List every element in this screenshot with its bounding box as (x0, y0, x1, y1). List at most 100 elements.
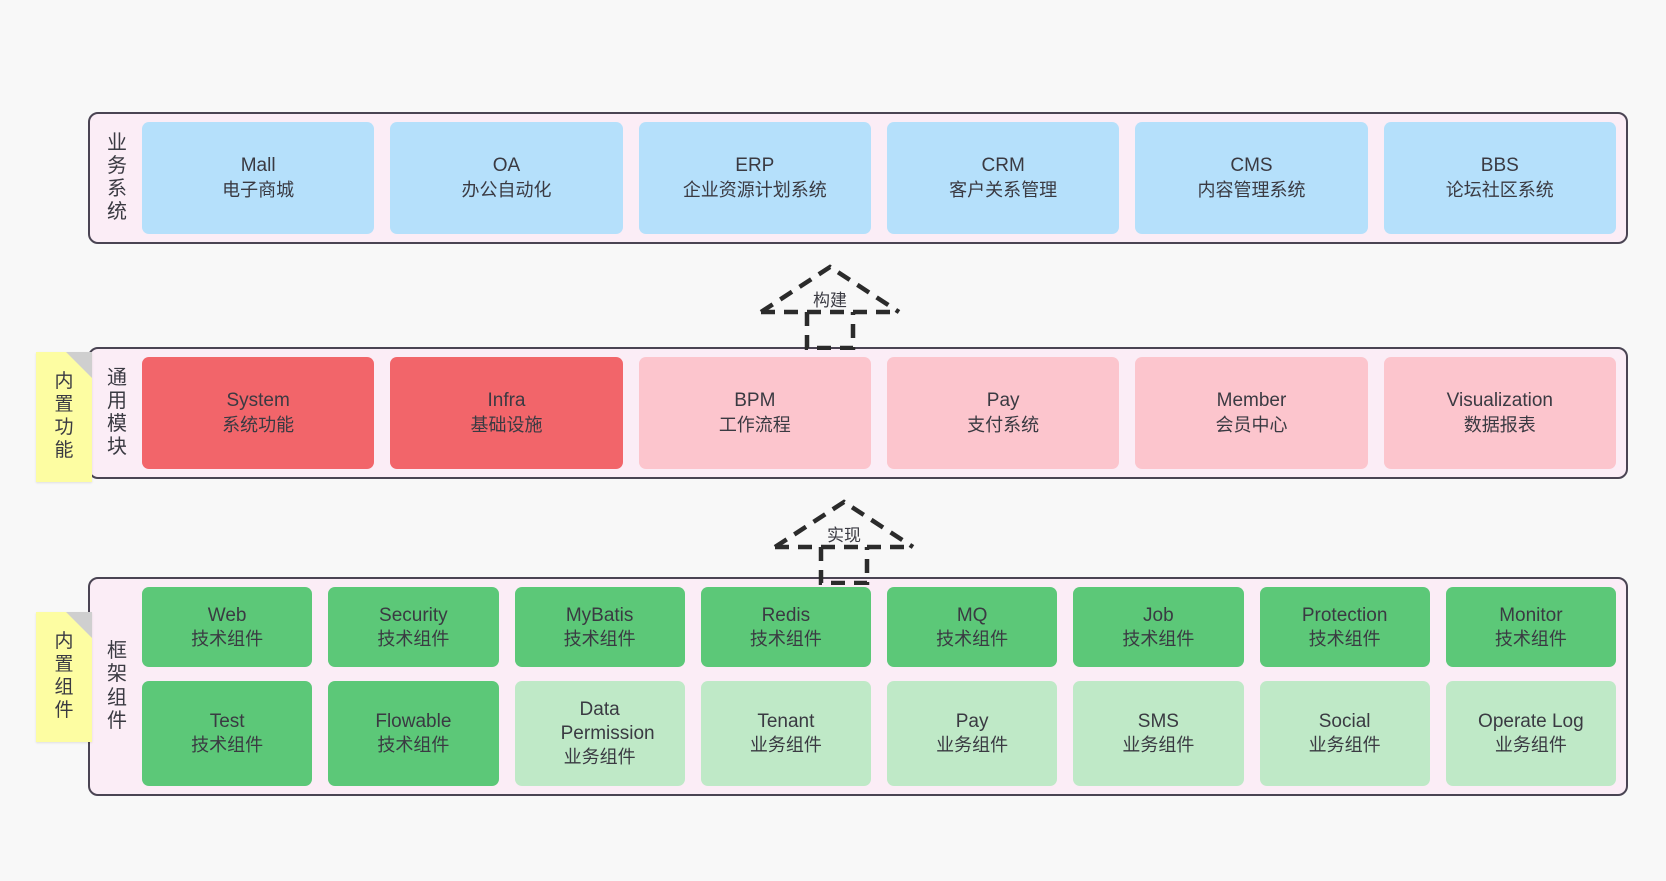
box-bpm[interactable]: BPM 工作流程 (638, 357, 871, 469)
box-subtitle: 业务组件 (563, 747, 636, 768)
box-title: CRM (981, 155, 1025, 177)
box-title: BBS (1480, 155, 1519, 177)
box-mq[interactable]: MQ 技术组件 (887, 587, 1058, 668)
box-title: Social (1318, 711, 1371, 732)
box-operate-log[interactable]: Operate Log 业务组件 (1445, 681, 1616, 786)
layer-framework-component: 框 架 组 件 Web 技术组件 Security 技术组件 MyBatis 技… (88, 577, 1628, 796)
box-mall[interactable]: Mall 电子商城 (142, 122, 375, 234)
layer-boxes: Web 技术组件 Security 技术组件 MyBatis 技术组件 Redi… (134, 587, 1616, 786)
box-visualization[interactable]: Visualization 数据报表 (1383, 357, 1616, 469)
sticky-char: 组 (54, 677, 74, 698)
box-subtitle: 技术组件 (191, 628, 264, 649)
box-web[interactable]: Web 技术组件 (142, 587, 313, 668)
box-bbs[interactable]: BBS 论坛社区系统 (1383, 122, 1616, 234)
box-title: ERP (735, 155, 775, 177)
box-row: Mall 电子商城 OA 办公自动化 ERP 企业资源计划系统 CRM 客户关系… (142, 122, 1616, 234)
box-member[interactable]: Member 会员中心 (1135, 357, 1368, 469)
box-social[interactable]: Social 业务组件 (1259, 681, 1430, 786)
box-title: BPM (734, 390, 776, 412)
box-crm[interactable]: CRM 客户关系管理 (886, 122, 1120, 234)
box-tenant[interactable]: Tenant 业务组件 (700, 681, 871, 786)
box-title: Pay (986, 390, 1020, 412)
connector-build: 构建 (757, 262, 903, 350)
connector-label: 实现 (827, 526, 861, 545)
box-title: Tenant (757, 711, 815, 732)
caption-char: 业 (107, 131, 127, 154)
box-title: CMS (1230, 155, 1273, 177)
box-subtitle: 技术组件 (191, 735, 264, 756)
box-title: SMS (1137, 711, 1179, 732)
box-subtitle: 工作流程 (718, 414, 791, 435)
sticky-note-builtin-function[interactable]: 内 置 功 能 (36, 352, 92, 482)
box-title: Test (209, 711, 245, 732)
box-subtitle: 企业资源计划系统 (682, 179, 827, 200)
connector-implement: 实现 (771, 497, 917, 585)
box-oa[interactable]: OA 办公自动化 (390, 122, 623, 234)
box-redis[interactable]: Redis 技术组件 (700, 587, 871, 668)
caption-char: 系 (107, 178, 127, 200)
box-sms[interactable]: SMS 业务组件 (1073, 681, 1244, 786)
generalization-arrow-icon (773, 499, 915, 585)
box-subtitle: 电子商城 (222, 179, 295, 200)
sticky-char: 能 (54, 439, 74, 461)
caption-char: 务 (107, 154, 127, 177)
box-subtitle: 论坛社区系统 (1445, 179, 1554, 200)
sticky-char: 置 (54, 394, 74, 416)
layer-boxes: System 系统功能 Infra 基础设施 BPM 工作流程 Pay 支付系统… (134, 357, 1616, 469)
box-title: Web (207, 604, 247, 626)
box-test[interactable]: Test 技术组件 (142, 681, 313, 786)
caption-char: 块 (107, 436, 127, 459)
box-title: Monitor (1499, 604, 1563, 626)
box-title: System (226, 390, 290, 412)
caption-char: 框 (107, 640, 127, 663)
box-subtitle: 业务组件 (1308, 735, 1381, 756)
layer-caption-common-module: 通 用 模 块 (100, 357, 134, 469)
box-title: MyBatis (565, 604, 634, 626)
box-title: Member (1216, 390, 1287, 412)
box-pay-module[interactable]: Pay 支付系统 (886, 357, 1120, 469)
box-subtitle: 业务组件 (1494, 735, 1567, 756)
box-title: Pay (955, 711, 989, 732)
box-title: MQ (956, 604, 988, 626)
box-infra[interactable]: Infra 基础设施 (390, 357, 623, 469)
box-job[interactable]: Job 技术组件 (1073, 587, 1244, 668)
caption-char: 统 (107, 201, 127, 224)
box-subtitle: 内容管理系统 (1197, 179, 1306, 200)
box-flowable[interactable]: Flowable 技术组件 (328, 681, 499, 786)
box-subtitle: 业务组件 (749, 735, 822, 756)
box-monitor[interactable]: Monitor 技术组件 (1445, 587, 1616, 668)
box-title: Infra (487, 390, 526, 412)
box-title: Protection (1301, 604, 1388, 626)
box-mybatis[interactable]: MyBatis 技术组件 (514, 587, 685, 668)
box-subtitle: 技术组件 (936, 628, 1009, 649)
box-title: Job (1143, 604, 1174, 626)
box-subtitle: 技术组件 (1122, 628, 1195, 649)
caption-char: 件 (107, 709, 127, 732)
box-row: Web 技术组件 Security 技术组件 MyBatis 技术组件 Redi… (142, 587, 1616, 668)
sticky-note-builtin-component[interactable]: 内 置 组 件 (36, 612, 92, 742)
box-security[interactable]: Security 技术组件 (328, 587, 499, 668)
box-subtitle: 技术组件 (377, 735, 450, 756)
layer-business-system: 业 务 系 统 Mall 电子商城 OA 办公自动化 ERP 企业资源计划系统 (88, 112, 1628, 244)
box-title: Data Permission (560, 698, 655, 745)
box-protection[interactable]: Protection 技术组件 (1259, 587, 1430, 668)
box-cms[interactable]: CMS 内容管理系统 (1135, 122, 1368, 234)
box-title: Flowable (375, 711, 452, 732)
box-erp[interactable]: ERP 企业资源计划系统 (638, 122, 871, 234)
box-subtitle: 技术组件 (1308, 628, 1381, 649)
caption-char: 通 (107, 366, 127, 389)
box-subtitle: 业务组件 (1122, 735, 1195, 756)
layer-common-module: 通 用 模 块 System 系统功能 Infra 基础设施 BPM 工作流程 (88, 347, 1628, 479)
box-data-permission[interactable]: Data Permission 业务组件 (514, 681, 685, 786)
layer-caption-framework-component: 框 架 组 件 (100, 587, 134, 786)
box-subtitle: 技术组件 (377, 628, 450, 649)
box-subtitle: 客户关系管理 (949, 179, 1058, 200)
caption-char: 架 (107, 663, 127, 686)
box-pay-component[interactable]: Pay 业务组件 (887, 681, 1058, 786)
box-subtitle: 业务组件 (936, 735, 1009, 756)
box-subtitle: 系统功能 (222, 414, 295, 435)
sticky-char: 件 (54, 699, 74, 721)
box-system[interactable]: System 系统功能 (142, 357, 375, 469)
sticky-fold-icon (66, 612, 92, 638)
